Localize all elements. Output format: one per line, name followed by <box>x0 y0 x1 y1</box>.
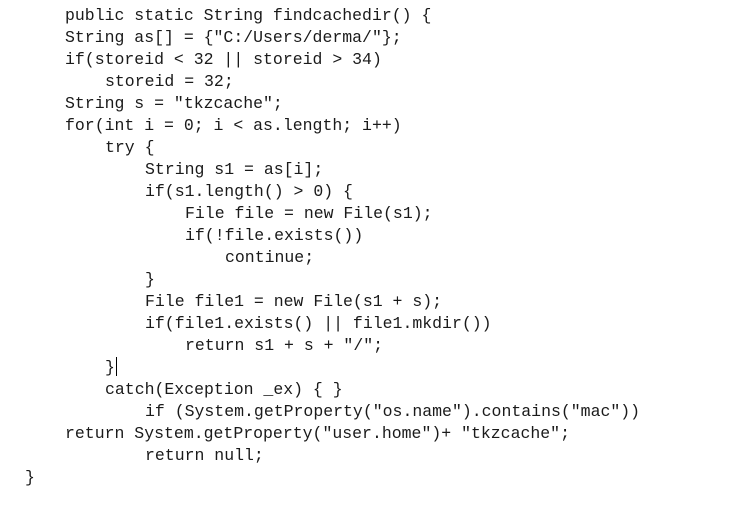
code-line: public static String findcachedir() { <box>65 6 432 25</box>
code-line: File file1 = new File(s1 + s); <box>145 292 443 311</box>
code-line: } <box>145 270 155 289</box>
code-line: continue; <box>225 248 315 267</box>
text-cursor <box>115 357 117 376</box>
code-line: if(file1.exists() || file1.mkdir()) <box>145 314 492 333</box>
code-line: catch(Exception _ex) { } <box>105 380 343 399</box>
code-line-with-cursor: } <box>105 357 117 379</box>
code-line: for(int i = 0; i < as.length; i++) <box>65 116 402 135</box>
code-line: } <box>25 468 35 487</box>
code-line: storeid = 32; <box>105 72 234 91</box>
code-line: String as[] = {"C:/Users/derma/"}; <box>65 28 402 47</box>
code-line: } <box>105 358 115 377</box>
code-line: return System.getProperty("user.home")+ … <box>65 424 570 443</box>
code-line: if(!file.exists()) <box>185 226 364 245</box>
code-line: if(s1.length() > 0) { <box>145 182 353 201</box>
code-line: File file = new File(s1); <box>185 204 433 223</box>
code-line: String s = "tkzcache"; <box>65 94 283 113</box>
code-line: if (System.getProperty("os.name").contai… <box>145 402 641 421</box>
code-line: try { <box>105 138 155 157</box>
code-line: return null; <box>145 446 264 465</box>
code-line: String s1 = as[i]; <box>145 160 324 179</box>
code-line: if(storeid < 32 || storeid > 34) <box>65 50 382 69</box>
code-line: return s1 + s + "/"; <box>185 336 384 355</box>
